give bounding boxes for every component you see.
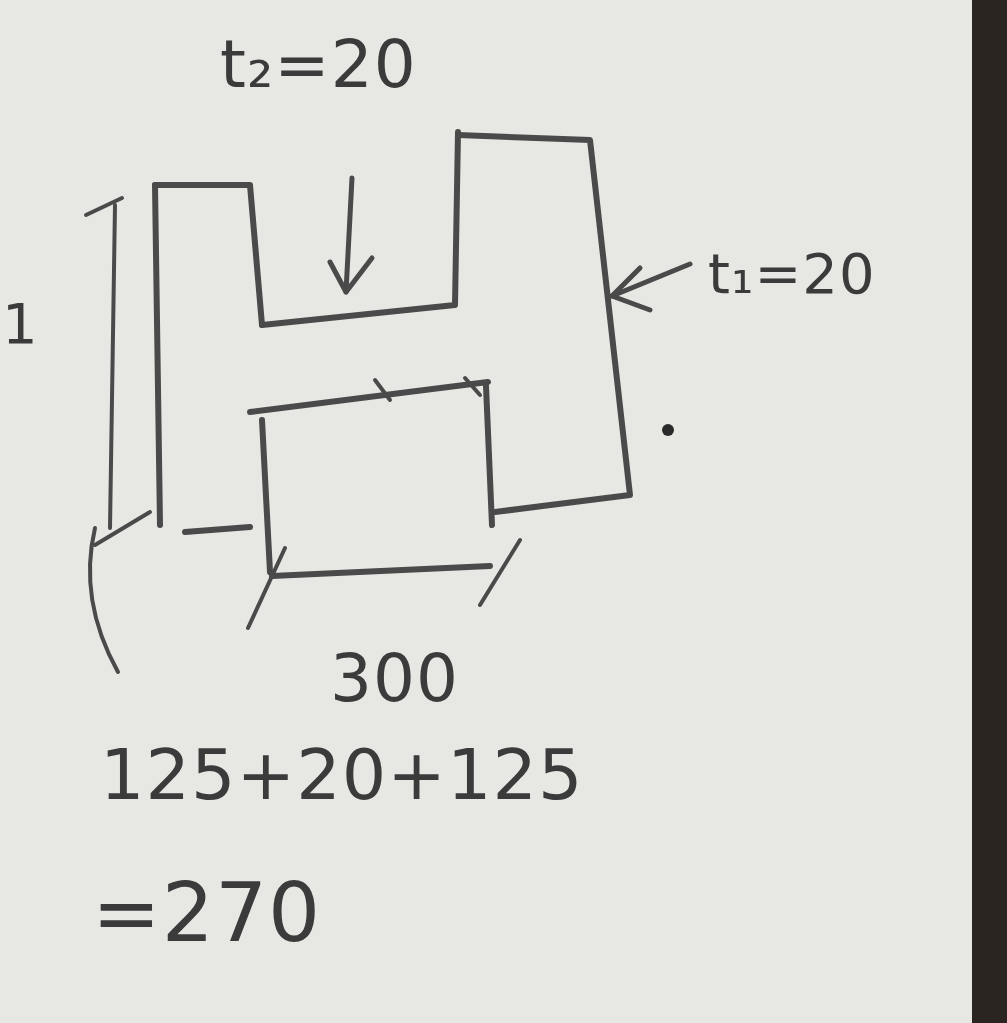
dimension-label: 125+20+125 [100,740,584,810]
pencil-dot [662,424,674,436]
dimension-lines [86,198,520,672]
dimension-label: t₂=20 [220,32,417,98]
dimension-label: 1 [2,296,39,352]
load-arrows [330,178,690,310]
dimension-label: t₁=20 [708,246,876,302]
dimension-label: 300 [330,646,459,712]
dimension-label: =270 [92,872,321,954]
section-outline [155,132,630,576]
page-edge [972,0,1007,1023]
